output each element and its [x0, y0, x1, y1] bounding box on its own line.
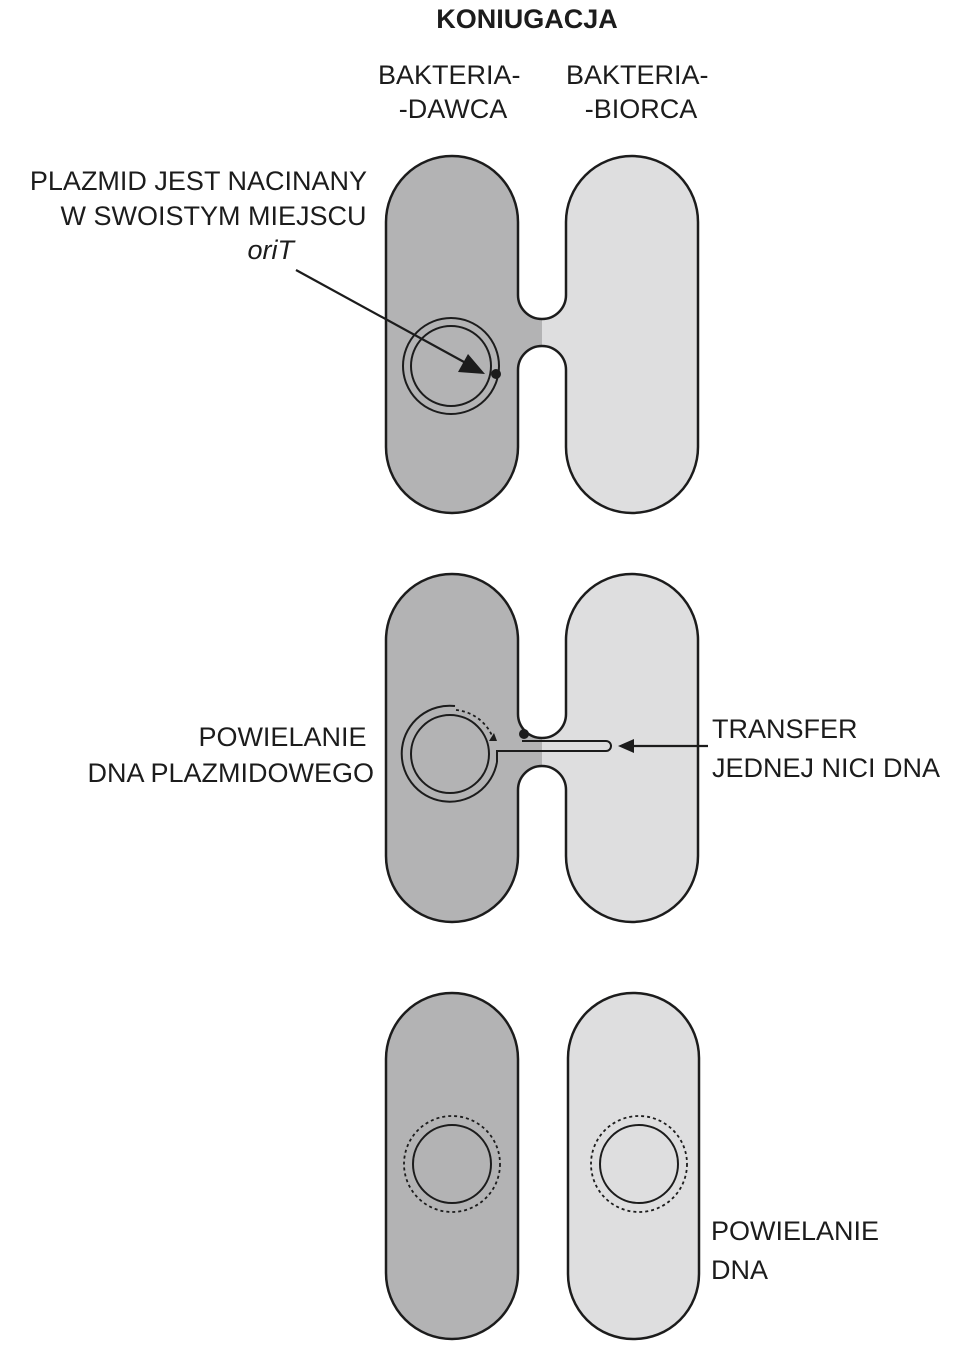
donor-cell-fill	[386, 156, 542, 513]
step-3-label-line-1: POWIELANIE	[711, 1216, 879, 1246]
cell-pair-outline	[384, 572, 700, 924]
step-3-label-line-2: DNA	[711, 1255, 768, 1285]
donor-label-line-2: -DAWCA	[399, 94, 508, 124]
cell-pair-outline	[384, 154, 700, 515]
donor-label-line-1: BAKTERIA-	[378, 60, 521, 90]
step-2-left-label-line-2: DNA PLAZMIDOWEGO	[87, 758, 374, 788]
plasmid-double-stranded	[402, 317, 500, 415]
step-2-left-label: POWIELANIE DNA PLAZMIDOWEGO	[87, 722, 374, 788]
step-1-label: PLAZMID JEST NACINANY W SWOISTYM MIEJSCU…	[30, 166, 374, 265]
recipient-plasmid	[590, 1115, 688, 1213]
donor-cell-fill	[386, 574, 542, 922]
donor-label: BAKTERIA- -DAWCA	[378, 60, 528, 124]
step-3-label: POWIELANIE DNA	[711, 1216, 887, 1285]
stage-2-conjugating-cells	[384, 572, 700, 924]
recipient-cell-separated	[566, 991, 701, 1341]
plasmid-inner-strand	[410, 714, 490, 794]
new-strand-synthesis-dotted	[455, 709, 494, 739]
diagram-title: KONIUGACJA	[436, 4, 618, 34]
step-1-label-line-2: W SWOISTYM MIEJSCU	[60, 201, 366, 231]
step-2-left-label-line-1: POWIELANIE	[198, 722, 366, 752]
recipient-cell-fill	[542, 156, 698, 513]
donor-plasmid	[403, 1115, 501, 1213]
stage-3-separated-cells	[384, 991, 701, 1341]
recipient-label: BAKTERIA- -BIORCA	[566, 60, 716, 124]
recipient-label-line-2: -BIORCA	[585, 94, 698, 124]
stage-1-conjugating-cells	[384, 154, 700, 515]
plasmid-outer-strand	[400, 704, 498, 803]
step-2-right-label: TRANSFER JEDNEJ NICI DNA	[712, 714, 940, 783]
new-strand-arrowhead	[489, 733, 497, 741]
donor-cell-separated	[384, 991, 520, 1341]
step-1-arrow	[295, 269, 485, 374]
step-2-right-label-line-1: TRANSFER	[712, 714, 858, 744]
step-1-label-line-1: PLAZMID JEST NACINANY	[30, 166, 367, 196]
recipient-cell-fill	[542, 574, 698, 922]
transferred-single-strand	[496, 740, 612, 762]
recipient-label-line-1: BAKTERIA-	[566, 60, 709, 90]
step-1-label-orit: oriT	[248, 235, 297, 265]
orit-nick-site-dot	[491, 369, 501, 379]
step-2-arrow	[618, 739, 708, 753]
step-2-right-label-line-2: JEDNEJ NICI DNA	[712, 753, 940, 783]
leading-end-dot	[519, 729, 529, 739]
